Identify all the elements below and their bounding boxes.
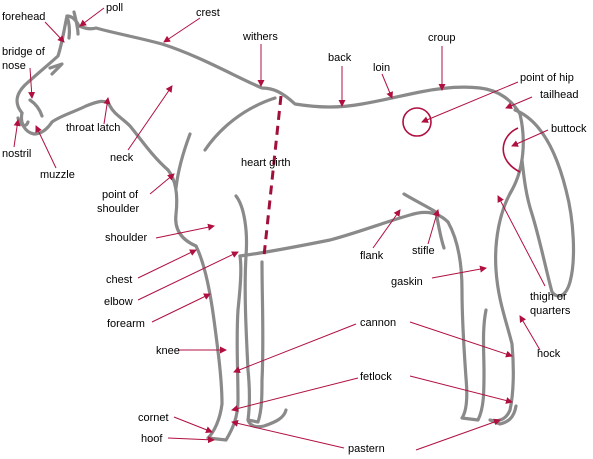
label-poll: poll — [106, 2, 123, 14]
horse-front-leg-far — [194, 244, 243, 442]
label-cornet: cornet — [138, 412, 169, 424]
horse-ear — [65, 10, 80, 40]
horse-topline — [15, 14, 522, 116]
label-forehead: forehead — [2, 11, 45, 23]
label-withers: withers — [242, 31, 278, 43]
label-elbow: elbow — [104, 296, 133, 308]
label-knee: knee — [156, 345, 180, 357]
label-hoof: hoof — [141, 433, 163, 445]
label-bridge-of-nose-1: bridge of — [2, 46, 46, 58]
horse-outline — [15, 10, 576, 442]
label-point-of-hip: point of hip — [520, 72, 574, 84]
label-cannon: cannon — [360, 317, 396, 329]
horse-front-hoof-near — [246, 408, 288, 429]
label-stifle: stifle — [412, 245, 435, 257]
label-loin: loin — [373, 62, 390, 74]
label-thigh-2: quarters — [530, 305, 571, 317]
label-shoulder: shoulder — [105, 232, 148, 244]
label-hock: hock — [537, 348, 561, 360]
label-gaskin: gaskin — [391, 276, 423, 288]
buttock-marker — [502, 127, 521, 173]
label-bridge-of-nose-2: nose — [2, 60, 26, 72]
label-flank: flank — [360, 250, 384, 262]
label-point-of-shoulder-2: shoulder — [97, 203, 140, 215]
point-of-hip-marker — [402, 107, 432, 137]
label-forearm: forearm — [107, 318, 145, 330]
label-heart-girth: heart girth — [241, 157, 291, 169]
label-thigh-1: thigh or — [530, 291, 567, 303]
label-tailhead: tailhead — [540, 89, 579, 101]
labels: forehead poll crest withers croup back l… — [2, 2, 587, 455]
label-chest: chest — [106, 274, 132, 286]
label-pastern: pastern — [348, 443, 385, 455]
label-throat-latch: throat latch — [66, 122, 120, 134]
horse-eye — [48, 62, 64, 76]
label-nostril: nostril — [2, 148, 31, 160]
leader-lines — [13, 7, 549, 451]
heart-girth-line — [262, 95, 283, 257]
horse-hind-leg-near — [488, 112, 525, 426]
label-point-of-shoulder-1: point of — [102, 189, 139, 201]
label-fetlock: fetlock — [360, 371, 392, 383]
horse-jaw — [19, 99, 170, 172]
horse-shoulder-line — [174, 96, 277, 190]
horse-stifle-crease — [402, 192, 446, 250]
horse-tail — [513, 108, 576, 298]
horse-hind-leg-far — [446, 220, 488, 422]
horse-belly — [238, 210, 450, 258]
label-muzzle: muzzle — [40, 169, 75, 181]
horse-front-leg-near — [234, 194, 265, 424]
label-crest: crest — [196, 7, 220, 19]
label-croup: croup — [428, 32, 456, 44]
label-buttock: buttock — [551, 123, 587, 135]
label-back: back — [328, 52, 352, 64]
label-neck: neck — [110, 152, 134, 164]
